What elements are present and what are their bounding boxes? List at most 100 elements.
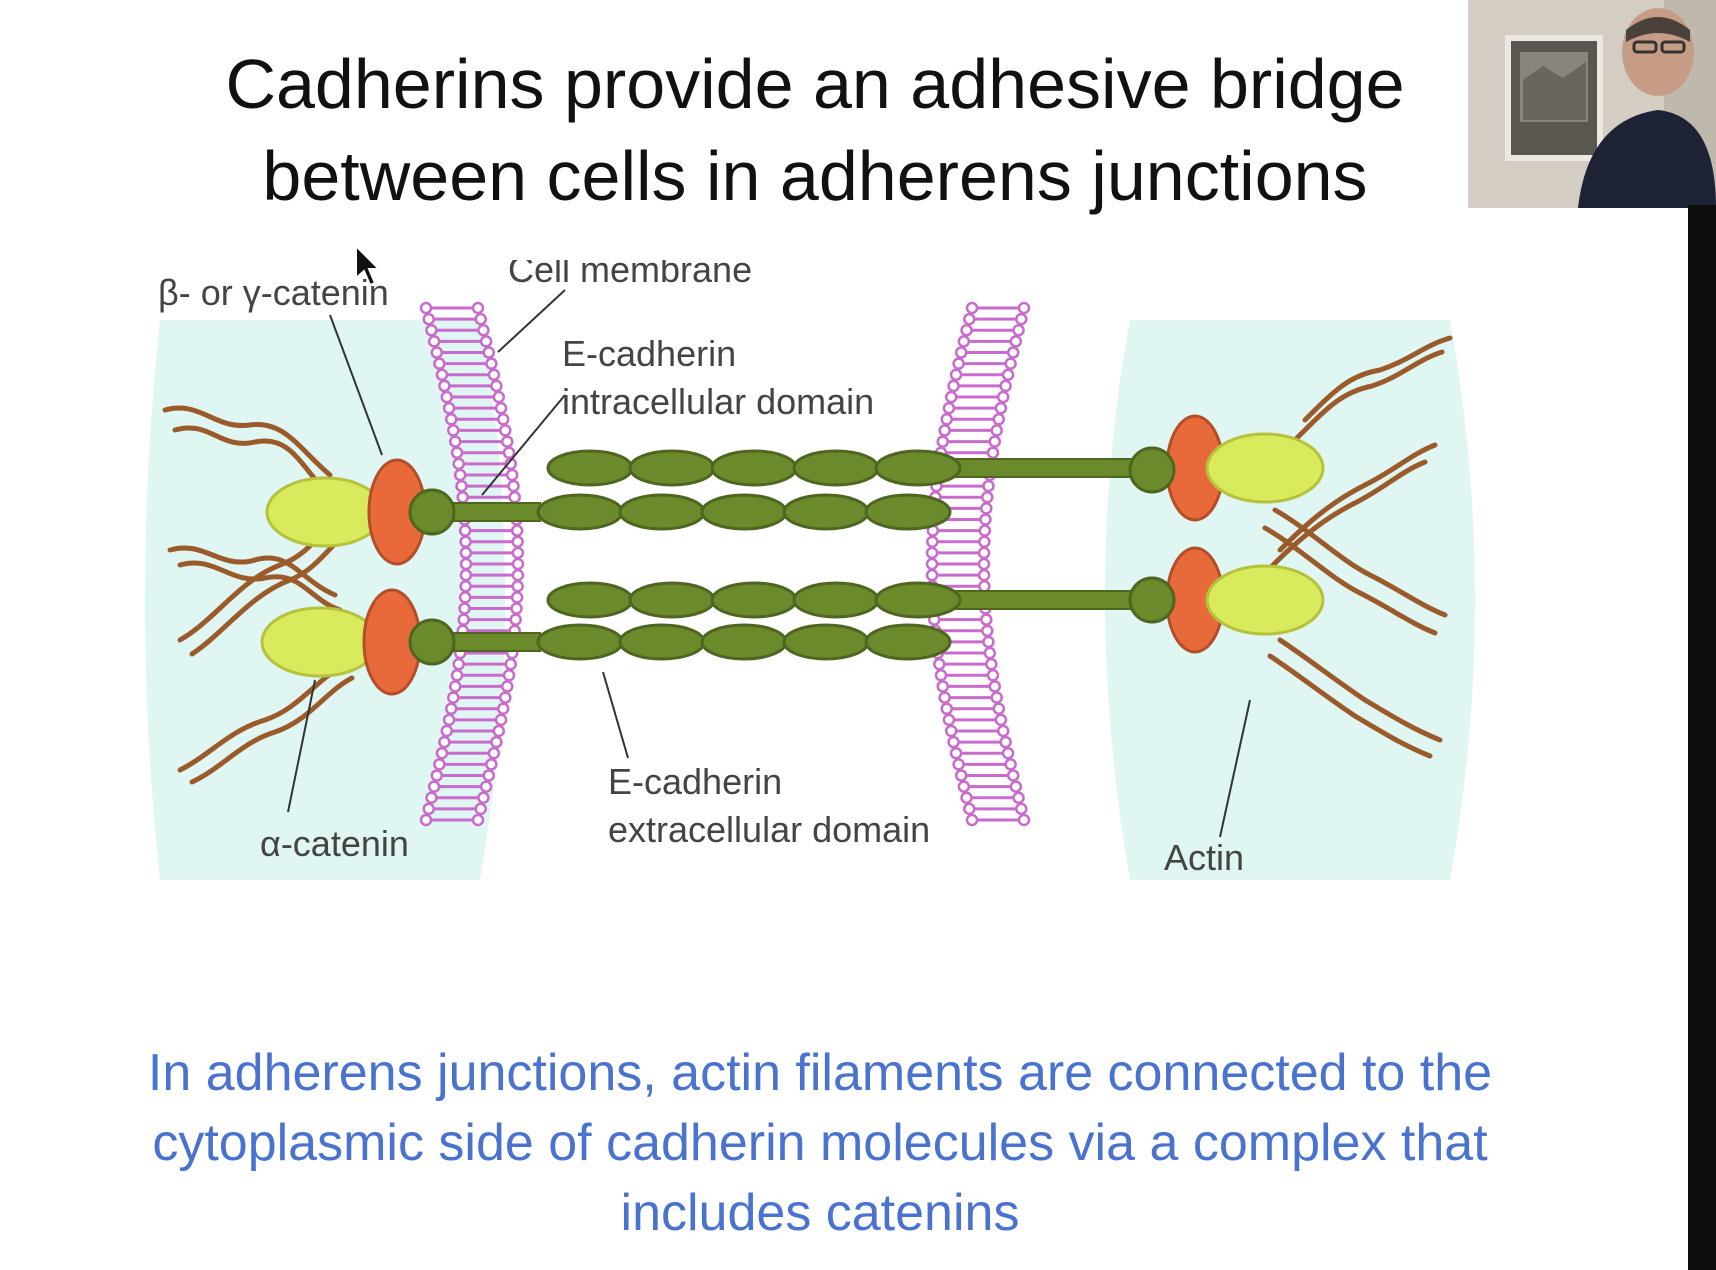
lipid-head <box>965 813 979 827</box>
lipid-head <box>949 746 963 760</box>
lipid-head <box>954 769 968 782</box>
lipid-head <box>499 691 512 704</box>
cadherin-ec-domain <box>628 581 716 619</box>
caption-line-2: cytoplasmic side of cadherin molecules v… <box>152 1114 1488 1172</box>
lipid-head <box>485 357 498 370</box>
lipid-head <box>492 390 506 404</box>
label-ecadherin-extracellular-1: E-cadherin <box>608 761 782 802</box>
lipid-head <box>440 724 454 738</box>
lipid-head <box>990 691 1003 704</box>
lipid-head <box>992 702 1006 715</box>
lipid-head <box>453 468 467 482</box>
lipid-head <box>422 802 435 816</box>
caption-line-1: In adherens junctions, actin filaments a… <box>147 1044 1493 1102</box>
cadherin-ec-domain <box>710 581 798 619</box>
lipid-head <box>482 769 496 782</box>
label-leader-lines <box>287 289 1251 838</box>
cadherin-ec-domain <box>618 493 706 531</box>
lipid-head <box>940 413 954 426</box>
cadherin-ec-domain <box>700 493 788 531</box>
lipid-head <box>965 301 979 315</box>
lipid-head <box>926 535 939 548</box>
lipid-head <box>952 357 965 370</box>
lipid-head <box>988 435 1002 448</box>
right-catenin-complex-lower <box>1165 546 1325 654</box>
slide-title: Cadherins provide an adhesive bridge bet… <box>80 38 1550 222</box>
lipid-head <box>511 535 524 548</box>
label-beta-gamma-catenin: β- or γ-catenin <box>158 272 389 313</box>
lipid-head <box>496 702 510 715</box>
lipid-head <box>933 657 946 671</box>
lipid-head <box>947 735 960 749</box>
lipid-head <box>450 446 464 459</box>
right-actin-filaments <box>1262 335 1453 759</box>
lipid-head <box>925 546 939 560</box>
cadherin-ec-domain <box>618 623 706 661</box>
lipid-head <box>978 524 992 537</box>
lipid-head <box>954 346 968 359</box>
lipid-head <box>444 413 458 426</box>
lipid-head <box>985 657 998 671</box>
lipid-head <box>504 657 517 671</box>
lipid-head <box>490 735 503 749</box>
label-ecadherin-intracellular-1: E-cadherin <box>562 333 736 374</box>
lipid-head <box>510 591 524 604</box>
lipid-head <box>960 324 973 337</box>
lipid-head <box>978 580 991 593</box>
lipid-head <box>983 646 997 660</box>
lipid-head <box>433 357 446 370</box>
lipid-head <box>960 791 973 804</box>
lipid-head <box>988 680 1002 693</box>
lipid-head <box>433 758 446 771</box>
lipid-head <box>458 602 471 615</box>
lipid-head <box>435 746 449 760</box>
cadherin-knob-right-upper <box>1128 446 1176 494</box>
cadherin-ec-domain <box>792 449 880 487</box>
lipid-head <box>456 490 469 504</box>
lipid-head <box>448 435 462 448</box>
lipid-head <box>511 546 525 560</box>
lipid-head <box>459 557 473 571</box>
lipid-head <box>978 535 991 548</box>
lipid-head <box>485 758 498 771</box>
lipid-head <box>494 401 508 415</box>
lipid-head <box>936 680 950 693</box>
lipid-head <box>963 312 976 326</box>
lipid-head <box>1001 746 1015 760</box>
lipid-head <box>952 758 965 771</box>
lipid-head <box>502 669 516 682</box>
cadherin-transmembrane-rod <box>945 590 1133 610</box>
lipid-head <box>1012 324 1025 337</box>
lipid-head <box>994 401 1008 415</box>
lipid-head <box>1015 802 1028 816</box>
cadherin-knob-right-lower <box>1128 576 1176 624</box>
lipid-head <box>435 368 449 382</box>
lipid-head <box>425 324 438 337</box>
lipid-head <box>479 780 493 793</box>
lipid-head <box>942 713 956 727</box>
lipid-head <box>944 724 958 738</box>
lipid-head <box>977 568 991 582</box>
lipid-head <box>1006 346 1020 359</box>
lipid-head <box>474 802 487 816</box>
lipid-head <box>982 635 995 649</box>
lipid-head <box>477 791 490 804</box>
cadherin-ec-domain <box>536 623 624 661</box>
label-cell-membrane: Cell membrane <box>508 260 752 290</box>
lipid-head <box>505 468 519 482</box>
screen-edge-bar <box>1688 205 1716 1270</box>
lipid-head <box>447 424 460 437</box>
lipid-head <box>999 735 1012 749</box>
lipid-head <box>487 368 501 382</box>
cadherin-ec-domain <box>864 493 952 531</box>
cadherin-ec-domain <box>536 493 624 531</box>
lipid-head <box>981 624 994 638</box>
lipid-head <box>1017 813 1031 827</box>
lipid-head <box>459 568 473 582</box>
cadherin-knob-left-upper <box>408 488 456 536</box>
title-line-2: between cells in adherens junctions <box>262 137 1368 215</box>
presenter-video-icon <box>1468 0 1716 208</box>
lipid-head <box>457 613 470 626</box>
adherens-junction-diagram: β- or γ-catenin Cell membrane E-cadherin… <box>145 260 1475 880</box>
cadherin-ec-domain <box>546 449 634 487</box>
